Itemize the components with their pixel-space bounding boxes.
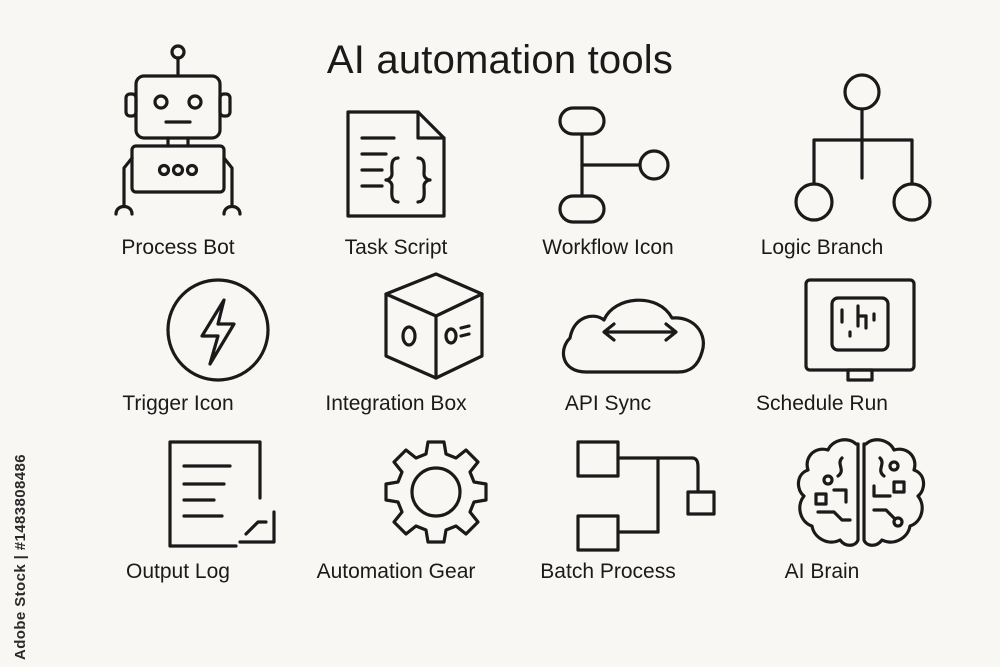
robot-icon xyxy=(114,44,242,216)
icon-label: AI Brain xyxy=(784,560,860,583)
lightning-trigger-icon xyxy=(166,278,270,382)
icon-card-output-log: Output Log xyxy=(78,438,278,598)
icon-card-api-sync: API Sync xyxy=(508,276,708,436)
icon-label: Workflow Icon xyxy=(542,236,674,259)
icon-card-process-bot: Process Bot xyxy=(78,44,278,259)
workflow-icon xyxy=(558,106,670,224)
integration-cube-icon xyxy=(384,272,484,380)
icon-card-batch-process: Batch Process xyxy=(508,440,716,600)
cloud-sync-icon xyxy=(561,298,705,374)
icon-card-integration-box: Integration Box xyxy=(296,272,496,432)
gear-icon xyxy=(384,440,488,544)
icon-label: Task Script xyxy=(344,236,448,259)
icon-label: Schedule Run xyxy=(756,392,888,415)
icon-label: Output Log xyxy=(126,560,230,583)
batch-process-icon xyxy=(576,440,716,552)
script-document-icon xyxy=(346,110,446,218)
logic-branch-icon xyxy=(794,73,932,222)
schedule-screen-icon xyxy=(804,278,916,382)
icon-card-trigger: Trigger Icon xyxy=(78,272,278,432)
icon-card-automation-gear: Automation Gear xyxy=(296,440,496,600)
output-log-icon xyxy=(168,440,276,548)
icon-label: Trigger Icon xyxy=(122,392,234,415)
icon-card-logic-branch: Logic Branch xyxy=(722,73,932,259)
page-title: AI automation tools xyxy=(326,38,674,82)
icon-card-schedule-run: Schedule Run xyxy=(722,276,922,436)
circuit-brain-icon xyxy=(796,438,926,547)
icon-label: Batch Process xyxy=(540,560,676,583)
icon-card-ai-brain: AI Brain xyxy=(722,436,926,596)
icon-label: Integration Box xyxy=(325,392,467,415)
icon-card-workflow: Workflow Icon xyxy=(508,104,708,264)
icon-label: API Sync xyxy=(564,392,652,415)
icon-card-task-script: Task Script xyxy=(296,108,496,268)
icon-label: Automation Gear xyxy=(316,560,476,583)
stock-watermark: Adobe Stock | #1483808486 xyxy=(12,420,34,660)
watermark-text: Adobe Stock | #1483808486 xyxy=(12,454,29,660)
icon-label: Process Bot xyxy=(121,236,235,259)
icon-label: Logic Branch xyxy=(760,236,884,259)
